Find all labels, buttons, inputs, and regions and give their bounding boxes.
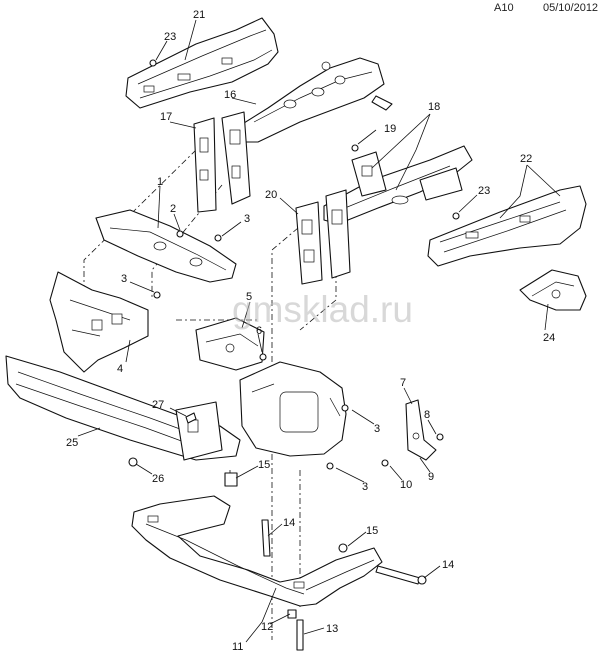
callout-13: 13	[326, 623, 338, 635]
callout-21: 21	[193, 9, 205, 21]
watermark: gmsklad.ru	[232, 289, 413, 330]
callout-1: 1	[157, 176, 163, 188]
callout-10: 10	[400, 479, 412, 491]
callout-7: 7	[400, 377, 406, 389]
callout-17: 17	[160, 111, 172, 123]
callout-14-lower: 14	[442, 559, 454, 571]
part-17-brackets	[193, 111, 251, 213]
callout-3-lower: 3	[362, 481, 368, 493]
leader-lines	[77, 19, 561, 643]
callout-23-top: 23	[164, 31, 176, 43]
callout-9: 9	[428, 471, 434, 483]
callout-24: 24	[543, 332, 555, 344]
part-16-rail-reinforcement	[235, 57, 393, 143]
part-1-cross-member	[95, 209, 237, 283]
callout-23-right: 23	[478, 185, 490, 197]
part-11-lower-frame	[131, 495, 383, 607]
callout-26: 26	[152, 473, 164, 485]
callout-25: 25	[66, 437, 78, 449]
callout-5: 5	[246, 291, 252, 303]
diagram-code: A10	[494, 2, 514, 14]
part-21-upper-rail	[125, 17, 279, 109]
part-radiator-support-panel	[239, 361, 347, 457]
part-4-side-panel	[49, 271, 149, 373]
callout-4: 4	[117, 363, 123, 375]
callout-3-upper: 3	[244, 213, 250, 225]
callout-12: 12	[261, 621, 273, 633]
callout-15-upper: 15	[258, 459, 270, 471]
callout-22: 22	[520, 153, 532, 165]
callout-16: 16	[224, 89, 236, 101]
callout-3-right: 3	[374, 423, 380, 435]
callout-15-lower: 15	[366, 525, 378, 537]
callout-3-left: 3	[121, 273, 127, 285]
diagram-date: 05/10/2012	[543, 2, 599, 14]
callout-18: 18	[428, 101, 440, 113]
callout-6: 6	[256, 325, 262, 337]
callout-19: 19	[384, 123, 396, 135]
callout-14-upper: 14	[283, 517, 295, 529]
part-22-rail	[427, 185, 587, 267]
part-7-9-link	[405, 399, 437, 461]
callout-11: 11	[232, 641, 243, 653]
callout-labels: 21 23 16 17 18 19 22 23 20 1 2 3 3 5 6 4…	[66, 9, 555, 653]
callout-8: 8	[424, 409, 430, 421]
part-5-center-bracket	[195, 317, 265, 371]
part-24-bracket	[519, 269, 587, 311]
callout-2: 2	[170, 203, 176, 215]
callout-20: 20	[265, 189, 277, 201]
part-20-bracket	[295, 189, 351, 285]
fasteners	[128, 59, 460, 651]
callout-27: 27	[152, 399, 164, 411]
